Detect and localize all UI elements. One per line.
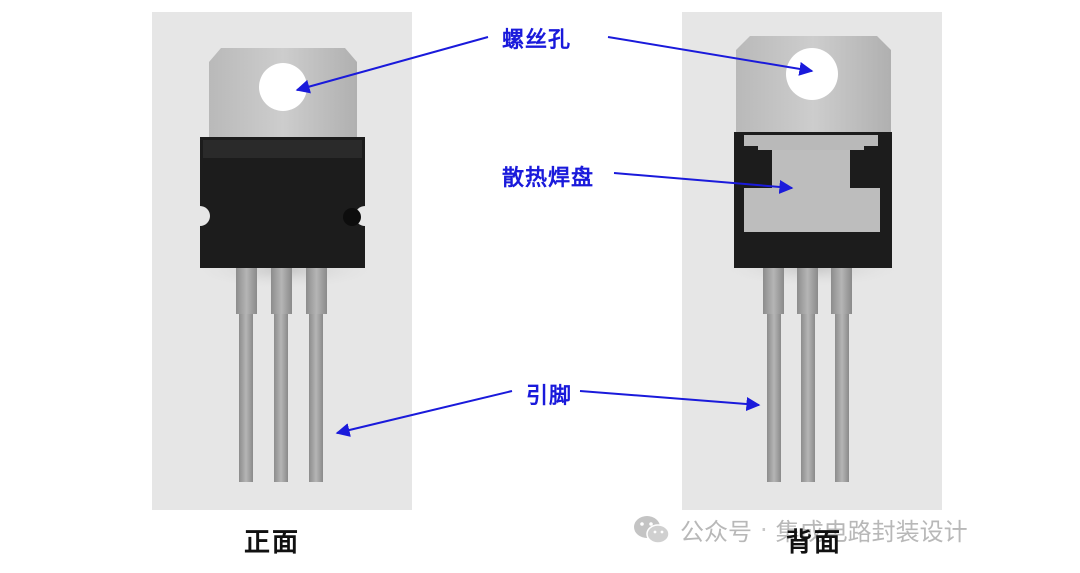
watermark: 公众号 · 集成电路封装设计 [632, 512, 968, 547]
back-screw-hole [786, 48, 838, 100]
front-plastic-body [200, 137, 365, 268]
back-heat-pad-center [772, 150, 850, 188]
callout-arrows [295, 36, 814, 437]
watermark-separator: · [760, 515, 768, 544]
back-lead-3 [835, 314, 849, 482]
back-lead-1-shoulder [763, 268, 784, 314]
label-heat-pad: 散热焊盘 [502, 166, 595, 191]
arrow-screw-hole-back [607, 36, 814, 76]
back-lead-2 [801, 314, 815, 482]
watermark-account: 集成电路封装设计 [775, 518, 968, 546]
back-lead-1 [767, 314, 781, 482]
back-lead-3-shoulder [831, 268, 852, 314]
front-lead-3-shoulder [306, 268, 327, 314]
caption-back: 背面 [786, 528, 843, 558]
back-leads [763, 268, 852, 482]
front-body-highlight [203, 140, 362, 158]
label-screw-hole: 螺丝孔 [502, 28, 572, 53]
arrow-pins-front [335, 390, 513, 437]
front-component [190, 48, 380, 482]
front-lead-1-shoulder [236, 268, 257, 314]
arrow-heat-pad [613, 172, 794, 194]
arrow-pins-back [579, 390, 761, 411]
front-body-dimple [343, 208, 361, 226]
front-screw-hole [259, 63, 307, 111]
front-lead-2 [274, 314, 288, 482]
caption-front: 正面 [244, 528, 301, 558]
front-leads [236, 268, 327, 482]
back-heat-pad-bottom [744, 188, 880, 232]
front-lead-3 [309, 314, 323, 482]
label-pins: 引脚 [526, 384, 573, 409]
front-lead-2-shoulder [271, 268, 292, 314]
back-lead-2-shoulder [797, 268, 818, 314]
wechat-icon [634, 515, 670, 544]
watermark-platform: 公众号 [680, 518, 752, 546]
front-lead-1 [239, 314, 253, 482]
arrow-screw-hole-front [295, 36, 489, 94]
back-component [717, 36, 907, 482]
